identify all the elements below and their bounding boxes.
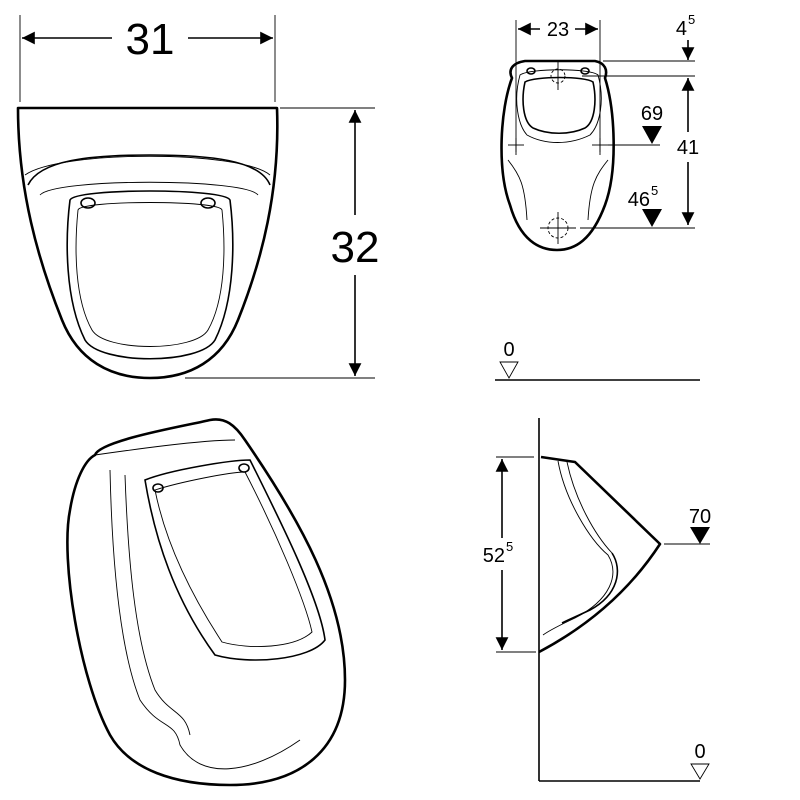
side-view: 52 5 70 0 (483, 418, 711, 782)
floor-marker-icon (499, 361, 519, 379)
floor-marker-icon (690, 763, 710, 780)
level-marker-icon (642, 209, 662, 227)
width-label: 31 (126, 15, 175, 64)
front-view: 31 32 (16, 15, 380, 380)
level-marker-icon (690, 527, 710, 544)
mark-69-label: 69 (641, 103, 663, 125)
isometric-view (66, 418, 347, 787)
top-view: 23 4 5 41 69 46 5 0 (495, 12, 700, 381)
mark-46-sup: 5 (651, 183, 658, 198)
top-offset-label: 4 (676, 18, 687, 40)
mark-46-label: 46 (628, 189, 650, 211)
height-label: 41 (677, 137, 699, 159)
top-outline (500, 59, 615, 252)
height-label-sup: 5 (506, 539, 513, 554)
width-label: 23 (547, 19, 569, 41)
floor-level-label: 0 (503, 339, 514, 361)
floor-level-label: 0 (694, 741, 705, 763)
top-offset-sup: 5 (688, 12, 695, 27)
height-label: 52 (483, 545, 505, 567)
mark-70-label: 70 (689, 506, 711, 528)
level-marker-icon (642, 126, 662, 144)
front-outline (16, 106, 279, 380)
height-label: 32 (331, 223, 380, 272)
